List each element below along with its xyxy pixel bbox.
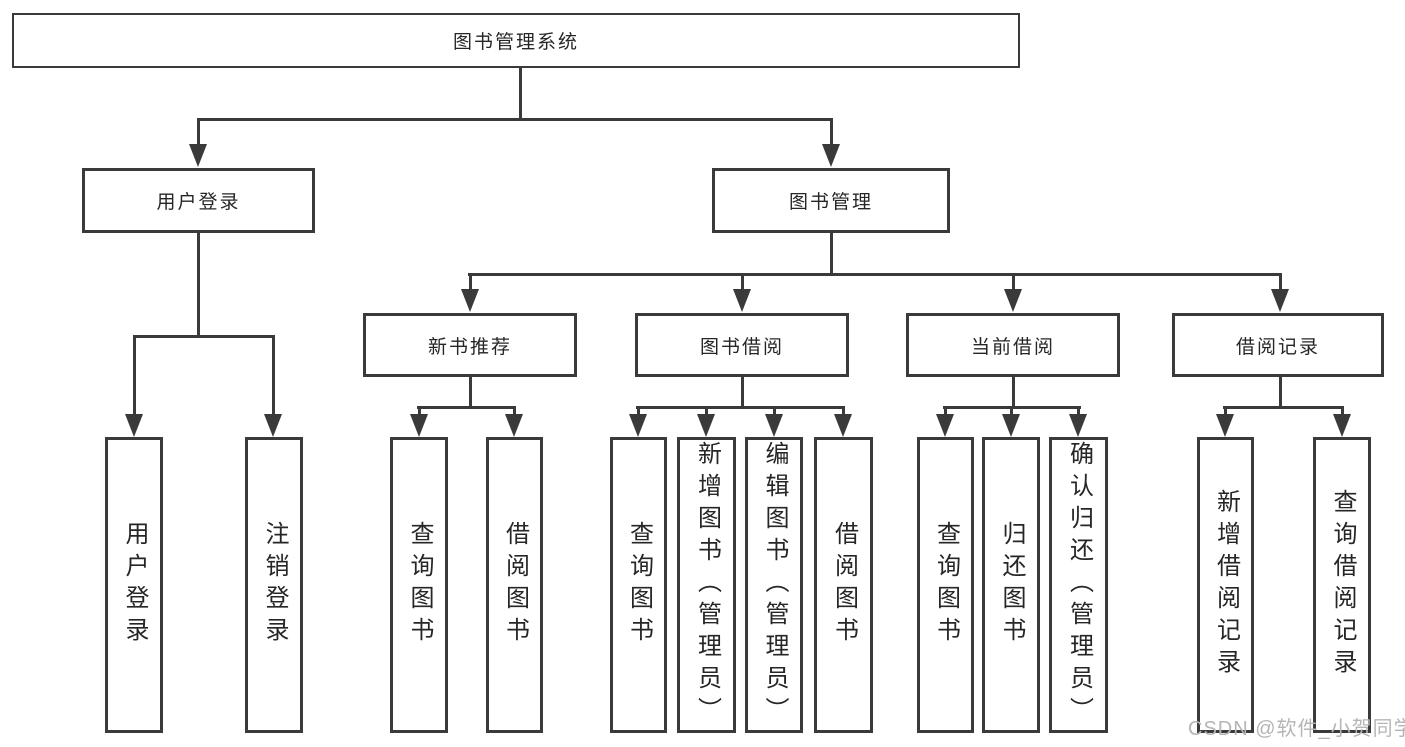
connector-drop-leaf: [272, 335, 275, 415]
leaf-borrow-books-borrow-label: 借阅图书: [830, 521, 858, 649]
connector-drop-leaf: [944, 406, 947, 416]
connector-userlogin-stub: [197, 233, 200, 337]
leaf-borrow-books-borrow: 借阅图书: [814, 437, 873, 733]
node-borrowing-records-label: 借阅记录: [1235, 336, 1320, 358]
node-user-login: 用户登录: [82, 168, 315, 233]
connector-level2-bar: [197, 118, 832, 121]
node-root: 图书管理系统: [12, 13, 1020, 68]
node-user-login-label: 用户登录: [156, 192, 241, 213]
connector-newbook-stub: [469, 377, 472, 408]
connector-drop-l3: [469, 273, 472, 291]
leaf-return-book: 归还图书: [982, 437, 1040, 733]
connector-drop-leaf: [1341, 406, 1344, 416]
leaf-add-borrow-record: 新增借阅记录: [1197, 437, 1254, 733]
node-book-management: 图书管理: [712, 168, 950, 233]
connector-borrow-stub: [741, 377, 744, 408]
connector-drop-leaf: [418, 406, 421, 416]
leaf-return-book-label: 归还图书: [998, 521, 1025, 649]
arrow-down-icon: [765, 414, 783, 437]
connector-drop-leaf: [705, 406, 708, 416]
connector-drop-leaf: [133, 335, 136, 415]
arrow-down-icon: [461, 289, 479, 312]
connector-drop-leaf: [1077, 406, 1080, 416]
node-book-management-label: 图书管理: [788, 192, 873, 213]
arrow-down-icon: [822, 144, 840, 167]
arrow-down-icon: [1069, 414, 1087, 437]
leaf-confirm-return-admin: 确认归还（管理员）: [1049, 437, 1108, 733]
arrow-down-icon: [410, 414, 428, 437]
leaf-query-borrow-record-label: 查询借阅记录: [1329, 489, 1356, 681]
node-new-book-recommend: 新书推荐: [363, 313, 577, 377]
leaf-edit-book-admin-label: 编辑图书（管理员）: [761, 441, 788, 729]
connector-drop-leaf: [637, 406, 640, 416]
connector-bookmgmt-stub: [830, 233, 833, 275]
connector-level3-bar: [468, 273, 1282, 276]
leaf-logout-label: 注销登录: [261, 521, 288, 649]
connector-drop-l3: [1012, 273, 1015, 291]
connector-drop-user-login: [197, 118, 200, 146]
arrow-down-icon: [1002, 414, 1020, 437]
leaf-add-borrow-record-label: 新增借阅记录: [1212, 489, 1240, 681]
leaf-user-login: 用户登录: [105, 437, 163, 733]
connector-drop-leaf: [1010, 406, 1013, 416]
connector-drop-leaf: [513, 406, 516, 416]
node-new-book-recommend-label: 新书推荐: [427, 336, 512, 358]
connector-root-stub: [519, 68, 522, 121]
node-book-borrowing-label: 图书借阅: [699, 336, 784, 358]
connector-records-stub: [1279, 377, 1282, 408]
leaf-borrow-books-recommend-label: 借阅图书: [501, 521, 529, 649]
leaf-query-books-recommend: 查询图书: [390, 437, 448, 733]
node-current-borrowing: 当前借阅: [906, 313, 1120, 377]
leaf-user-login-label: 用户登录: [121, 521, 148, 649]
connector-drop-l3: [741, 273, 744, 291]
leaf-query-books-current: 查询图书: [917, 437, 974, 733]
connector-records-bar: [1223, 406, 1344, 409]
connector-current-stub: [1012, 377, 1015, 408]
arrow-down-icon: [1333, 414, 1351, 437]
leaf-query-books-borrow: 查询图书: [610, 437, 667, 733]
node-book-borrowing: 图书借阅: [635, 313, 849, 377]
arrow-down-icon: [264, 414, 282, 437]
connector-newbook-bar: [417, 406, 516, 409]
leaf-borrow-books-recommend: 借阅图书: [486, 437, 543, 733]
node-root-label: 图书管理系统: [452, 32, 579, 53]
connector-drop-book-mgmt: [830, 118, 833, 146]
leaf-confirm-return-admin-label: 确认归还（管理员）: [1065, 441, 1093, 729]
watermark: CSDN @软件_小贺同学: [1188, 718, 1405, 740]
arrow-down-icon: [189, 144, 207, 167]
connector-drop-l3: [1279, 273, 1282, 291]
leaf-query-books-recommend-label: 查询图书: [406, 521, 433, 649]
arrow-down-icon: [629, 414, 647, 437]
leaf-add-book-admin-label: 新增图书（管理员）: [693, 441, 721, 729]
connector-userlogin-bar: [133, 335, 275, 338]
arrow-down-icon: [834, 414, 852, 437]
arrow-down-icon: [125, 414, 143, 437]
arrow-down-icon: [733, 289, 751, 312]
leaf-edit-book-admin: 编辑图书（管理员）: [745, 437, 803, 733]
node-borrowing-records: 借阅记录: [1172, 313, 1384, 377]
connector-drop-leaf: [1224, 406, 1227, 416]
leaf-query-borrow-record: 查询借阅记录: [1313, 437, 1371, 733]
connector-drop-leaf: [773, 406, 776, 416]
arrow-down-icon: [1004, 289, 1022, 312]
node-current-borrowing-label: 当前借阅: [970, 336, 1055, 358]
arrow-down-icon: [936, 414, 954, 437]
arrow-down-icon: [1271, 289, 1289, 312]
arrow-down-icon: [697, 414, 715, 437]
leaf-add-book-admin: 新增图书（管理员）: [677, 437, 736, 733]
arrow-down-icon: [1216, 414, 1234, 437]
leaf-query-books-current-label: 查询图书: [932, 521, 960, 649]
leaf-query-books-borrow-label: 查询图书: [625, 521, 653, 649]
leaf-logout: 注销登录: [245, 437, 303, 733]
connector-borrow-bar: [636, 406, 845, 409]
connector-drop-leaf: [842, 406, 845, 416]
arrow-down-icon: [505, 414, 523, 437]
